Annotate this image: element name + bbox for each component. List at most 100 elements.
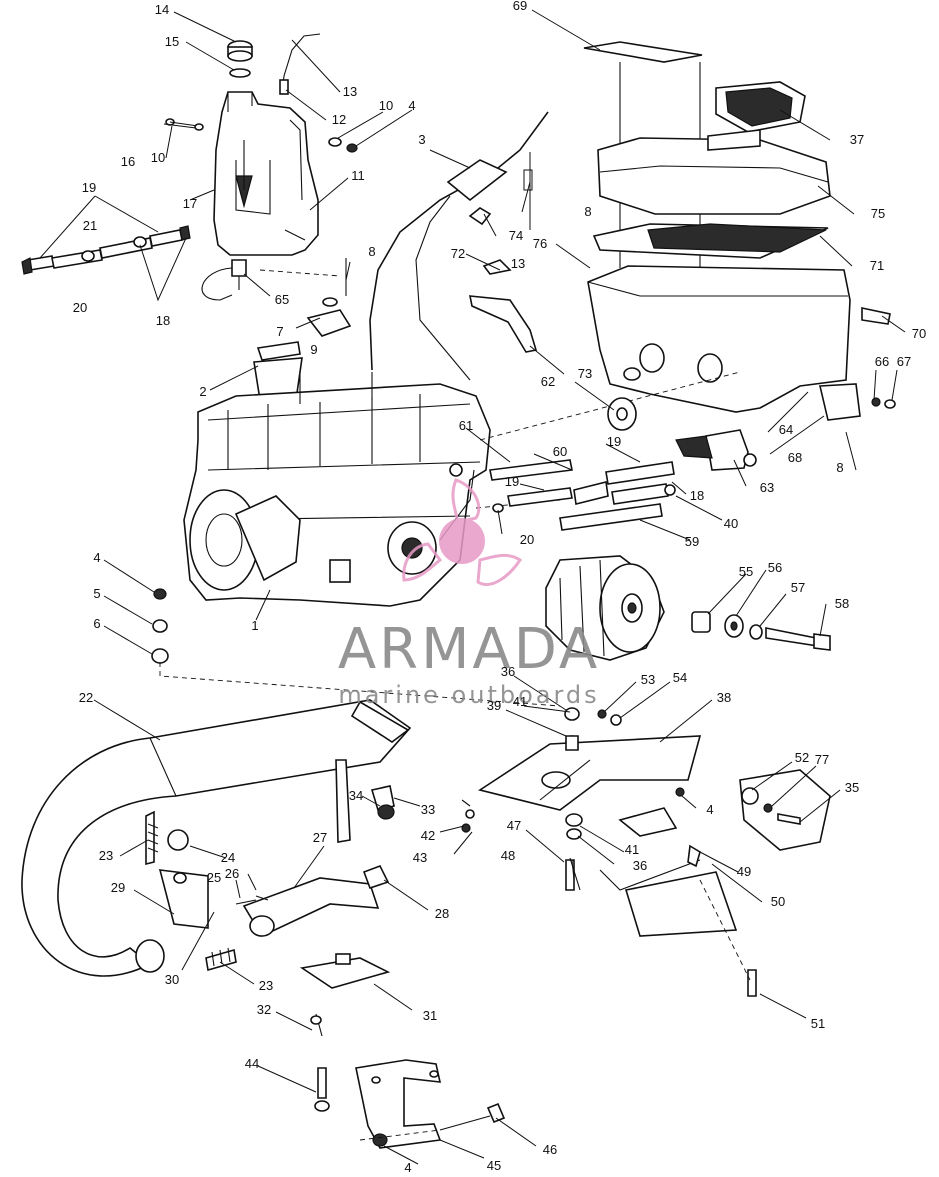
- callout-49: 49: [737, 864, 751, 879]
- callout-23a: 23: [99, 848, 113, 863]
- callout-30: 30: [165, 972, 179, 987]
- callout-26: 26: [225, 866, 239, 881]
- callout-48: 48: [501, 848, 515, 863]
- callout-15: 15: [165, 34, 179, 49]
- callout-60: 60: [553, 444, 567, 459]
- callout-4d: 4: [404, 1160, 411, 1175]
- callout-5: 5: [93, 586, 100, 601]
- callout-71: 71: [870, 258, 884, 273]
- callout-36a: 36: [501, 664, 515, 679]
- callout-23b: 23: [259, 978, 273, 993]
- watermark-tagline: marine outboards: [338, 681, 599, 709]
- callout-72: 72: [451, 246, 465, 261]
- callout-50: 50: [771, 894, 785, 909]
- callout-8b: 8: [368, 244, 375, 259]
- callout-58: 58: [835, 596, 849, 611]
- callout-12: 12: [332, 112, 346, 127]
- callout-18b: 18: [690, 488, 704, 503]
- callout-76: 76: [533, 236, 547, 251]
- fuel-line-kit: [21, 195, 191, 302]
- callout-8c: 8: [836, 460, 843, 475]
- callout-19a: 19: [82, 180, 96, 195]
- callout-34: 34: [349, 788, 363, 803]
- callout-70: 70: [912, 326, 926, 341]
- callout-61: 61: [459, 418, 473, 433]
- callout-41b: 41: [625, 842, 639, 857]
- fuel-line-3: [306, 111, 549, 381]
- callout-33: 33: [421, 802, 435, 817]
- callout-63: 63: [760, 480, 774, 495]
- lower-bracket: [314, 1059, 506, 1149]
- callout-19b: 19: [607, 434, 621, 449]
- callout-32: 32: [257, 1002, 271, 1017]
- callout-40: 40: [724, 516, 738, 531]
- mount-hardware-left: [151, 588, 561, 707]
- callout-62: 62: [541, 374, 555, 389]
- callout-21: 21: [83, 218, 97, 233]
- leader-lines: [93, 9, 906, 1165]
- callout-4a: 4: [408, 98, 415, 113]
- callout-39: 39: [487, 698, 501, 713]
- callout-43: 43: [413, 850, 427, 865]
- callout-11: 11: [351, 168, 365, 183]
- callout-13b: 13: [511, 256, 525, 271]
- callout-69: 69: [513, 0, 527, 13]
- callout-17: 17: [183, 196, 197, 211]
- exhaust-system: [21, 699, 412, 1037]
- fuel-pump-group: [475, 371, 757, 531]
- callout-45: 45: [487, 1158, 501, 1173]
- callout-54: 54: [673, 670, 687, 685]
- callout-75: 75: [871, 206, 885, 221]
- callout-4c: 4: [706, 802, 713, 817]
- callout-labels: 69 14 15 13 12 10 4 16 10 17 11 3 8 37 7…: [73, 0, 926, 1175]
- callout-55: 55: [739, 564, 753, 579]
- callout-24: 24: [221, 850, 235, 865]
- callout-19c: 19: [505, 474, 519, 489]
- callout-41a: 41: [513, 694, 527, 709]
- callout-42: 42: [421, 828, 435, 843]
- callout-13: 13: [343, 84, 357, 99]
- callout-10b: 10: [151, 150, 165, 165]
- fuel-tank-assembly: [165, 33, 358, 301]
- callout-31: 31: [423, 1008, 437, 1023]
- callout-36b: 36: [633, 858, 647, 873]
- callout-64: 64: [779, 422, 793, 437]
- callout-37: 37: [850, 132, 864, 147]
- callout-2: 2: [199, 384, 206, 399]
- rear-mount-plate: [370, 707, 831, 997]
- callout-8a: 8: [584, 204, 591, 219]
- callout-52: 52: [795, 750, 809, 765]
- callout-16: 16: [121, 154, 135, 169]
- watermark-brand: ARMADA: [338, 617, 600, 682]
- callout-51: 51: [811, 1016, 825, 1031]
- callout-6: 6: [93, 616, 100, 631]
- callout-38: 38: [717, 690, 731, 705]
- callout-68: 68: [788, 450, 802, 465]
- callout-1: 1: [251, 618, 258, 633]
- callout-56: 56: [768, 560, 782, 575]
- callout-20b: 20: [520, 532, 534, 547]
- callout-35: 35: [845, 780, 859, 795]
- callout-4b: 4: [93, 550, 100, 565]
- callout-77: 77: [815, 752, 829, 767]
- callout-22: 22: [79, 690, 93, 705]
- callout-59: 59: [685, 534, 699, 549]
- callout-57: 57: [791, 580, 805, 595]
- callout-74: 74: [509, 228, 523, 243]
- callout-14: 14: [155, 2, 169, 17]
- engine-block: [183, 341, 491, 607]
- armada-watermark: ARMADA marine outboards: [338, 478, 600, 709]
- callout-10a: 10: [379, 98, 393, 113]
- callout-44: 44: [245, 1056, 259, 1071]
- callout-18a: 18: [156, 313, 170, 328]
- callout-27: 27: [313, 830, 327, 845]
- drive-clutch-assembly: [545, 555, 831, 661]
- callout-29: 29: [111, 880, 125, 895]
- callout-25: 25: [207, 870, 221, 885]
- callout-7: 7: [276, 324, 283, 339]
- armada-logo-icon: [402, 478, 523, 586]
- callout-46: 46: [543, 1142, 557, 1157]
- airbox-assembly: [523, 41, 896, 421]
- callout-66: 66: [875, 354, 889, 369]
- callout-73: 73: [578, 366, 592, 381]
